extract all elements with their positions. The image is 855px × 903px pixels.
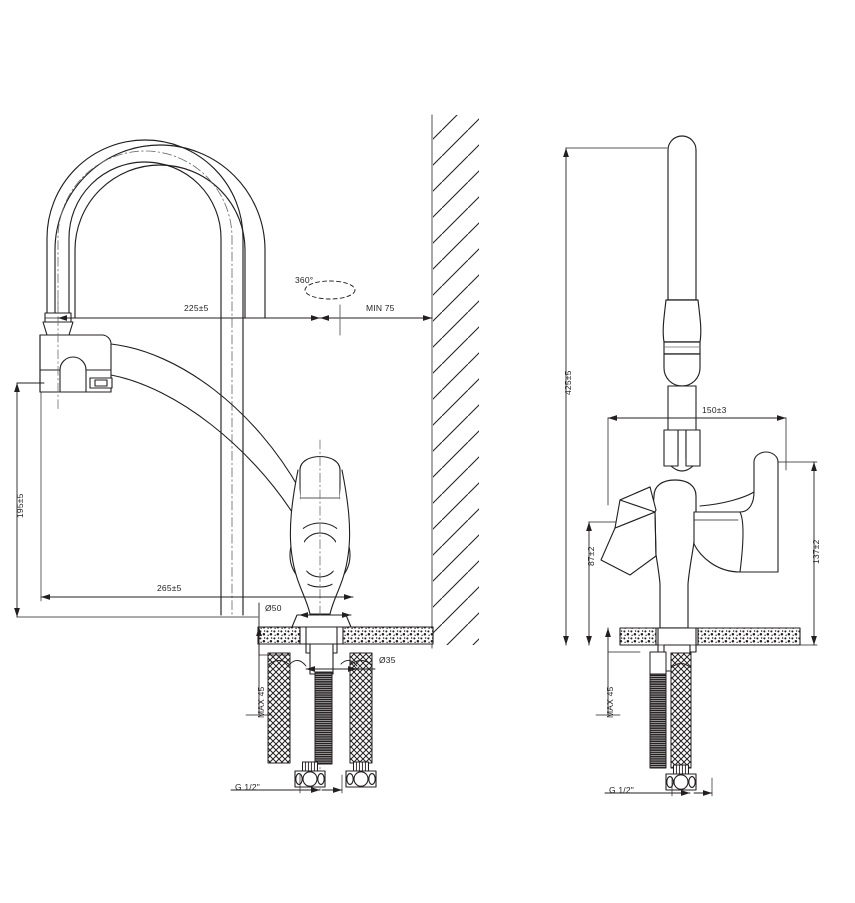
dim-wall-min-75 xyxy=(319,304,433,336)
dim-label-lever-height: 87±2 xyxy=(586,546,596,566)
right-lever-handle-front xyxy=(693,451,779,573)
dim-label-total-height: 425±5 xyxy=(563,370,573,395)
supply-hoses-front xyxy=(649,651,697,791)
dim-spout-height-195 xyxy=(14,382,259,618)
dim-label-worktop-max-2: MAX 45 xyxy=(605,686,615,718)
left-lever-handle-front xyxy=(600,486,657,576)
dim-thread-g12-side xyxy=(230,774,343,794)
dim-label-handle-spread: 150±3 xyxy=(702,405,727,415)
countertop-side xyxy=(257,626,434,645)
dim-label-base-dia: Ø50 xyxy=(265,603,282,613)
dim-label-spout-height: 195±5 xyxy=(15,493,25,518)
base-shank-side xyxy=(291,614,352,675)
dim-label-wall-min: MIN 75 xyxy=(366,303,395,313)
dim-total-height-425 xyxy=(563,147,668,646)
dim-label-hole-dia: Ø35 xyxy=(379,655,396,665)
dim-label-overall-reach: 265±5 xyxy=(157,583,182,593)
dim-label-body-height: 137±2 xyxy=(811,539,821,564)
dim-handle-spread-150 xyxy=(607,415,787,506)
mixer-hub-side xyxy=(39,334,113,393)
faucet-side-outline xyxy=(54,144,266,319)
dim-reach-225 xyxy=(57,315,321,321)
dim-lever-height-87 xyxy=(586,521,617,646)
pull-out-hose-arc xyxy=(46,139,244,616)
countertop-front xyxy=(619,627,801,646)
hose-stem-front xyxy=(663,385,701,472)
dim-overall-reach-265 xyxy=(40,391,354,602)
dim-label-reach: 225±5 xyxy=(184,303,209,313)
dim-thread-g12-front xyxy=(604,777,713,797)
dim-worktop-max-45 xyxy=(245,626,291,716)
spray-head-side xyxy=(289,456,351,629)
dim-label-thread: G 1/2" xyxy=(235,782,261,792)
swivel-indicator-360 xyxy=(304,280,356,300)
supply-hoses-side xyxy=(267,652,377,788)
dim-label-swivel-360: 360° xyxy=(295,275,314,285)
mixer-body-front xyxy=(651,479,697,629)
dim-label-thread-2: G 1/2" xyxy=(609,785,635,795)
dim-worktop-max-45-front xyxy=(595,627,641,716)
dim-body-height-137 xyxy=(619,461,818,646)
dim-hole-dia-35 xyxy=(289,660,376,672)
dim-label-worktop-max: MAX 45 xyxy=(256,686,266,718)
faucet-front-spout xyxy=(662,135,702,387)
lever-arm-side xyxy=(110,343,301,513)
wall-side-view xyxy=(431,114,479,649)
